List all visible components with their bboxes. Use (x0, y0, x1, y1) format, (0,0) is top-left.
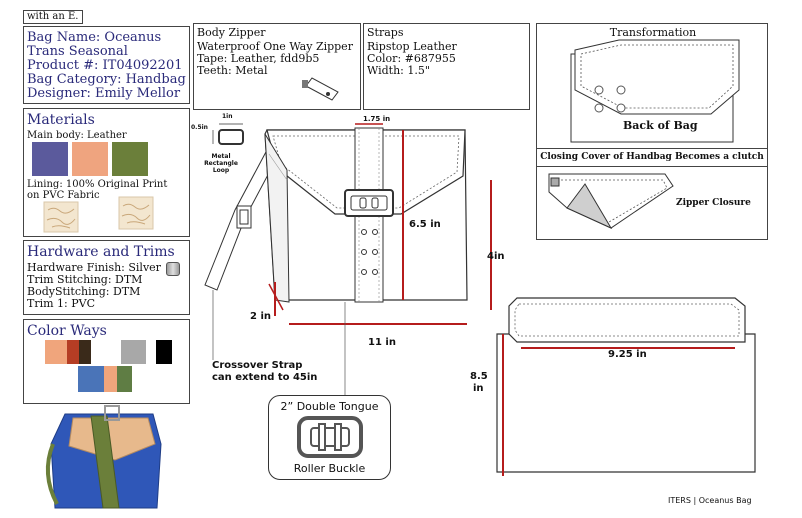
dim-8.5-unit: in (473, 383, 484, 394)
clutch-drawing (548, 173, 674, 230)
product-number: Product #: IT04092201 (27, 58, 183, 73)
crossover-strap-note: Crossover Strap can extend to 45in (212, 360, 317, 384)
clutch-caption-box: Closing Cover of Handbag Becomes a clutc… (537, 148, 767, 167)
bag-category: Bag Category: Handbag (27, 72, 186, 87)
buckle-subtitle: Roller Buckle (293, 462, 366, 475)
transformation-title: Transformation (609, 26, 697, 39)
dim-0.5in: 0.5in (191, 124, 208, 131)
body-zipper-title: Body Zipper (197, 26, 266, 39)
bag-info-panel: Bag Name: Oceanus Trans Seasonal Product… (23, 26, 190, 104)
zipper-pull-icon (302, 77, 339, 101)
body-zipper-panel: Body Zipper Waterproof One Way Zipper Ta… (193, 23, 361, 110)
colorway-2-swatch-a (121, 340, 146, 364)
colorways-title: Color Ways (27, 323, 107, 339)
colorway-1-swatch-a (45, 340, 67, 364)
transformation-panel: Transformation Back of Bag Closing Cover… (536, 23, 768, 240)
buckle-callout: 2” Double Tongue Roller Buckle (268, 395, 391, 480)
lining-print-swatch-2 (118, 196, 154, 230)
colorways-panel: Color Ways (23, 319, 190, 404)
colorway-1-swatch-b (67, 340, 79, 364)
roller-buckle-icon (297, 416, 363, 458)
silver-finish-chip (166, 262, 180, 276)
lining-line2: on PVC Fabric (27, 190, 100, 201)
colorway-3-swatch-a (78, 366, 104, 392)
material-swatch-3 (112, 142, 148, 176)
loop-label-line1: Metal Rectangle (204, 153, 238, 167)
dim-8.5-value: 8.5 (470, 371, 488, 382)
clutch-front-drawing (496, 297, 756, 476)
dim-9.25in: 9.25 in (608, 349, 647, 360)
colorway-1-swatch-c (79, 340, 91, 364)
straps-title: Straps (367, 26, 404, 39)
colorway-3-swatch-c (117, 366, 132, 392)
clutch-caption: Closing Cover of Handbag Becomes a clutc… (540, 152, 764, 162)
material-swatch-2 (72, 142, 108, 176)
brand-tag: with an E. (23, 10, 83, 24)
hardware-finish: Hardware Finish: Silver (27, 261, 161, 274)
lining-print-swatch-1 (43, 201, 79, 233)
straps-line1: Ripstop Leather (367, 40, 457, 53)
dim-4in: 4in (487, 251, 505, 262)
loop-label: Metal Rectangle Loop (196, 153, 246, 174)
colorway-2-swatch-b (156, 340, 172, 364)
dim-11in: 11 in (368, 337, 396, 348)
trim-stitching: Trim Stitching: DTM (27, 273, 143, 286)
bag-render-image (23, 404, 190, 510)
hardware-title: Hardware and Trims (27, 244, 175, 260)
material-swatch-1 (32, 142, 68, 176)
trim-1: Trim 1: PVC (27, 297, 96, 310)
dim-6.5in: 6.5 in (409, 219, 441, 230)
designer: Designer: Emily Mellor (27, 86, 181, 101)
crossover-note-line2: can extend to 45in (212, 372, 318, 383)
straps-line2: Color: #687955 (367, 52, 456, 65)
main-body-material: Main body: Leather (27, 130, 127, 141)
body-zipper-line3: Teeth: Metal (197, 64, 268, 77)
brand-tag-text: with an E. (27, 11, 79, 22)
back-of-bag-label: Back of Bag (623, 119, 698, 132)
hardware-panel: Hardware and Trims Hardware Finish: Silv… (23, 240, 190, 315)
dim-1in: 1in (222, 113, 233, 120)
crossover-note-line1: Crossover Strap (212, 360, 303, 371)
body-stitching: BodyStitching: DTM (27, 285, 141, 298)
buckle-title: 2” Double Tongue (280, 400, 379, 413)
body-zipper-line2: Tape: Leather, fdd9b5 (197, 52, 320, 65)
main-bag-drawing (204, 123, 492, 400)
dim-1.75in: 1.75 in (363, 115, 391, 123)
body-zipper-line1: Waterproof One Way Zipper (197, 40, 353, 53)
loop-label-line2: Loop (212, 167, 230, 174)
materials-panel: Materials Main body: Leather Lining: 100… (23, 108, 190, 237)
straps-panel: Straps Ripstop Leather Color: #687955 Wi… (363, 23, 530, 110)
bag-back-drawing (570, 39, 740, 143)
bag-name-line2: Trans Seasonal (27, 44, 128, 59)
materials-title: Materials (27, 112, 95, 128)
footer-label: ITERS | Oceanus Bag (668, 496, 752, 505)
lining-line1: Lining: 100% Original Print (27, 179, 168, 190)
colorway-3-swatch-b (104, 366, 117, 392)
straps-line3: Width: 1.5" (367, 64, 430, 77)
dim-8.5in: 8.5 in (470, 371, 488, 395)
zipper-closure-label: Zipper Closure (676, 198, 751, 208)
bag-name: Bag Name: Oceanus (27, 30, 162, 45)
dim-2in: 2 in (250, 311, 271, 322)
